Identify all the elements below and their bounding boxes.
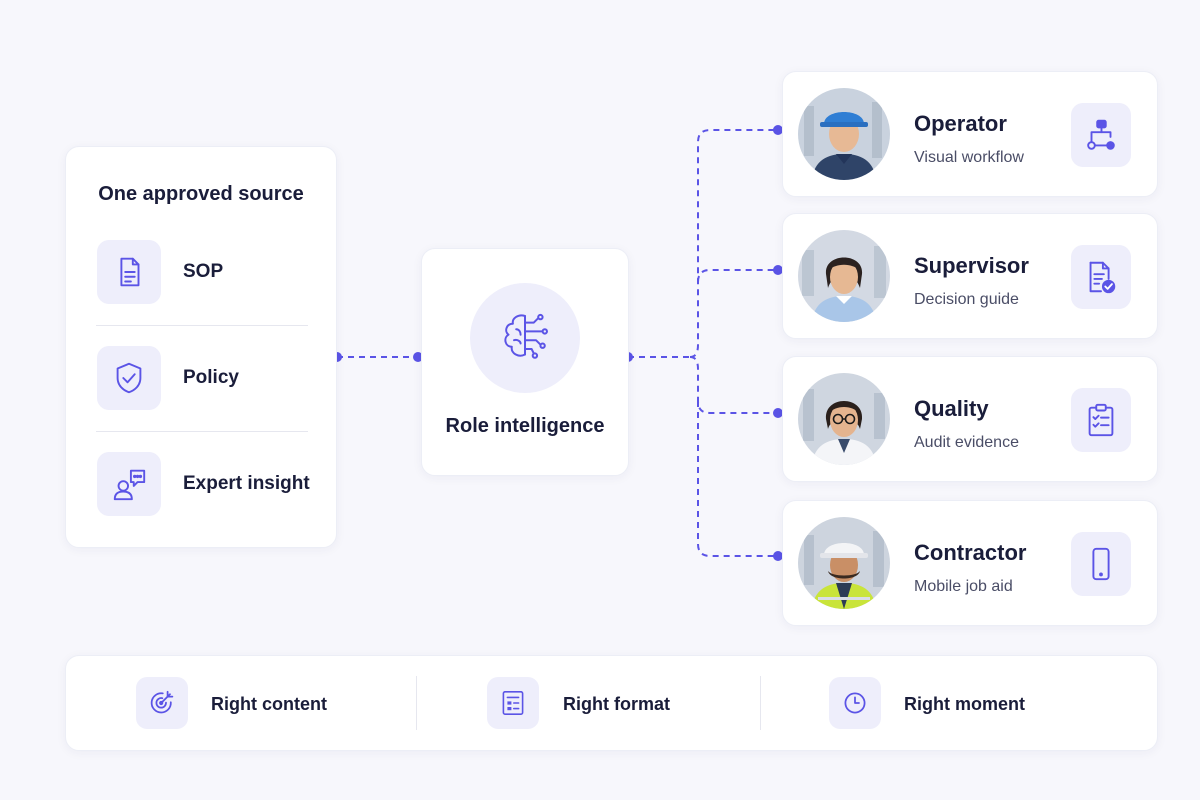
brain-circuit-icon [470, 283, 580, 393]
connector-operator [689, 129, 778, 358]
role-card-operator[interactable]: Operator Visual workflow [782, 71, 1158, 197]
role-subtitle-supervisor: Decision guide [914, 291, 1019, 308]
format-icon [487, 677, 539, 729]
role-title-quality: Quality [914, 396, 989, 421]
divider [96, 431, 308, 432]
source-card: One approved source SOP Policy Expert in… [65, 146, 337, 548]
role-title-supervisor: Supervisor [914, 253, 1029, 278]
quality-avatar [798, 373, 890, 465]
workflow-icon[interactable] [1071, 103, 1131, 167]
clock-icon [829, 677, 881, 729]
contractor-avatar [798, 517, 890, 609]
target-icon [136, 677, 188, 729]
bottom-item-right-format: Right format [563, 694, 670, 714]
connector-contractor [697, 401, 778, 557]
shield-check-icon [97, 346, 161, 410]
operator-avatar [798, 88, 890, 180]
role-subtitle-contractor: Mobile job aid [914, 578, 1013, 595]
connector-dot [773, 408, 783, 418]
clipboard-check-icon[interactable] [1071, 388, 1131, 452]
connector-supervisor [697, 269, 778, 283]
role-subtitle-quality: Audit evidence [914, 434, 1019, 451]
source-item-expert-insight: Expert insight [183, 473, 310, 494]
source-item-policy: Policy [183, 367, 239, 388]
role-subtitle-operator: Visual workflow [914, 149, 1024, 166]
divider [416, 676, 417, 730]
divider [760, 676, 761, 730]
connector-dot [773, 125, 783, 135]
mobile-phone-icon[interactable] [1071, 532, 1131, 596]
divider [96, 325, 308, 326]
role-card-supervisor[interactable]: Supervisor Decision guide [782, 213, 1158, 339]
role-card-quality[interactable]: Quality Audit evidence [782, 356, 1158, 482]
role-title-operator: Operator [914, 111, 1007, 136]
supervisor-avatar [798, 230, 890, 322]
bottom-item-right-moment: Right moment [904, 694, 1025, 714]
bottom-item-right-content: Right content [211, 694, 327, 714]
connector-dot [773, 551, 783, 561]
hub-label: Role intelligence [445, 415, 605, 437]
connector-dot [773, 265, 783, 275]
connector-dot [413, 352, 423, 362]
document-check-icon[interactable] [1071, 245, 1131, 309]
bottom-bar: Right content Right format Right moment [65, 655, 1158, 751]
role-card-contractor[interactable]: Contractor Mobile job aid [782, 500, 1158, 626]
document-icon [97, 240, 161, 304]
person-chat-icon [97, 452, 161, 516]
connector-quality [689, 356, 778, 414]
hub-card: Role intelligence [421, 248, 629, 476]
source-title: One approved source [98, 183, 304, 205]
role-title-contractor: Contractor [914, 540, 1027, 565]
source-item-sop: SOP [183, 261, 224, 282]
